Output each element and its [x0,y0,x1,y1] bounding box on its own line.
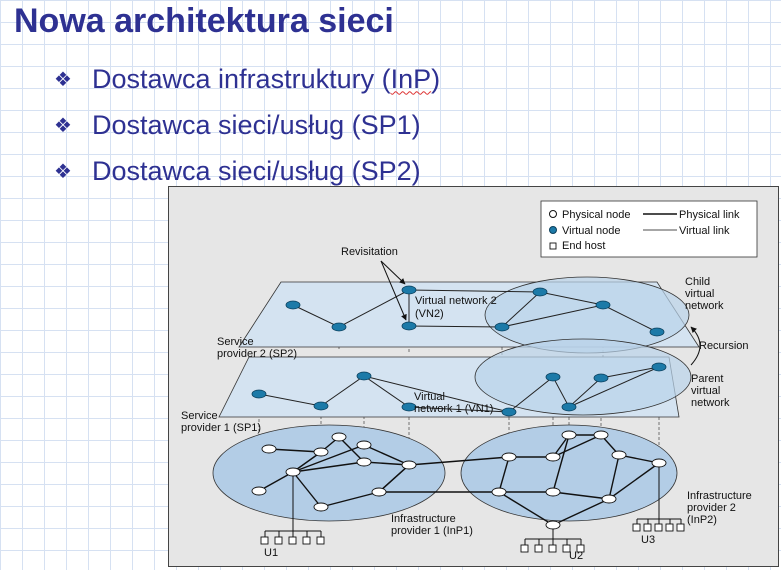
label-child-line3: network [685,300,724,312]
legend: Physical node Physical link Virtual node… [540,200,758,258]
legend-physical-link: Physical link [679,209,740,221]
legend-virtual-link: Virtual link [679,225,730,237]
label-sp2-line2: provider 2 (SP2) [217,348,297,360]
label-inp2-line3: (InP2) [687,514,717,526]
network-architecture-figure: Physical node Physical link Virtual node… [168,186,779,567]
inp1-physical-links [258,436,410,508]
virtual-nodes [251,285,667,417]
label-u3: U3 [641,534,655,546]
label-sp1-line1: Service [181,410,218,422]
diamond-bullet-icon: ❖ [54,114,72,137]
bullet-item-sp1: ❖ Dostawca sieci/usług (SP1) [54,102,440,148]
label-parent-line1: Parent [691,373,723,385]
label-inp1-line2: provider 1 (InP1) [391,525,473,537]
label-parent-line3: network [691,397,730,409]
revisitation-arrows [380,260,407,321]
label-vn2-line2: (VN2) [415,308,444,320]
infrastructure-provider-2 [460,424,678,522]
label-vn1-line2: network 1 (VN1) [414,403,493,415]
bullet-item-inp: ❖ Dostawca infrastruktury (InP) [54,56,440,102]
legend-virtual-node: Virtual node [562,225,621,237]
label-u2: U2 [569,550,583,562]
label-child-line1: Child [685,276,710,288]
infrastructure-provider-1 [212,424,446,522]
inter-provider-links [379,456,510,493]
label-sp1-line2: provider 1 (SP1) [181,422,261,434]
bullet-item-sp2: ❖ Dostawca sieci/usług (SP2) [54,148,440,194]
physical-nodes [251,430,667,530]
legend-end-host: End host [562,240,605,252]
label-revisitation: Revisitation [341,246,398,258]
legend-physical-node: Physical node [562,209,631,221]
network-diagram: Physical node Physical link Virtual node… [181,200,758,562]
end-hosts [260,523,685,553]
label-recursion: Recursion [699,340,749,352]
label-vn1-line1: Virtual [414,391,445,403]
label-child-line2: virtual [685,288,714,300]
bullet-list: ❖ Dostawca infrastruktury (InP) ❖ Dostaw… [54,56,440,194]
parent-virtual-network [474,338,692,416]
vn2-virtual-links [292,289,658,333]
label-inp1-line1: Infrastructure [391,513,456,525]
bullet-text: Dostawca sieci/usług (SP1) [92,109,421,140]
slide-title: Nowa architektura sieci [14,2,394,40]
label-inp2-line1: Infrastructure [687,490,752,502]
label-sp2-line1: Service [217,336,254,348]
bullet-text: Dostawca sieci/usług (SP2) [92,155,421,186]
label-parent-line2: virtual [691,385,720,397]
diamond-bullet-icon: ❖ [54,160,72,183]
recursion-arrow [690,326,701,366]
end-host-links [264,463,682,545]
bullet-text: Dostawca infrastruktury (InP) [92,63,441,94]
spellcheck-flagged-word: InP [390,63,432,94]
label-u1: U1 [264,547,278,559]
label-vn2-line1: Virtual network 2 [415,295,497,307]
label-inp2-line2: provider 2 [687,502,736,514]
diamond-bullet-icon: ❖ [54,68,72,91]
